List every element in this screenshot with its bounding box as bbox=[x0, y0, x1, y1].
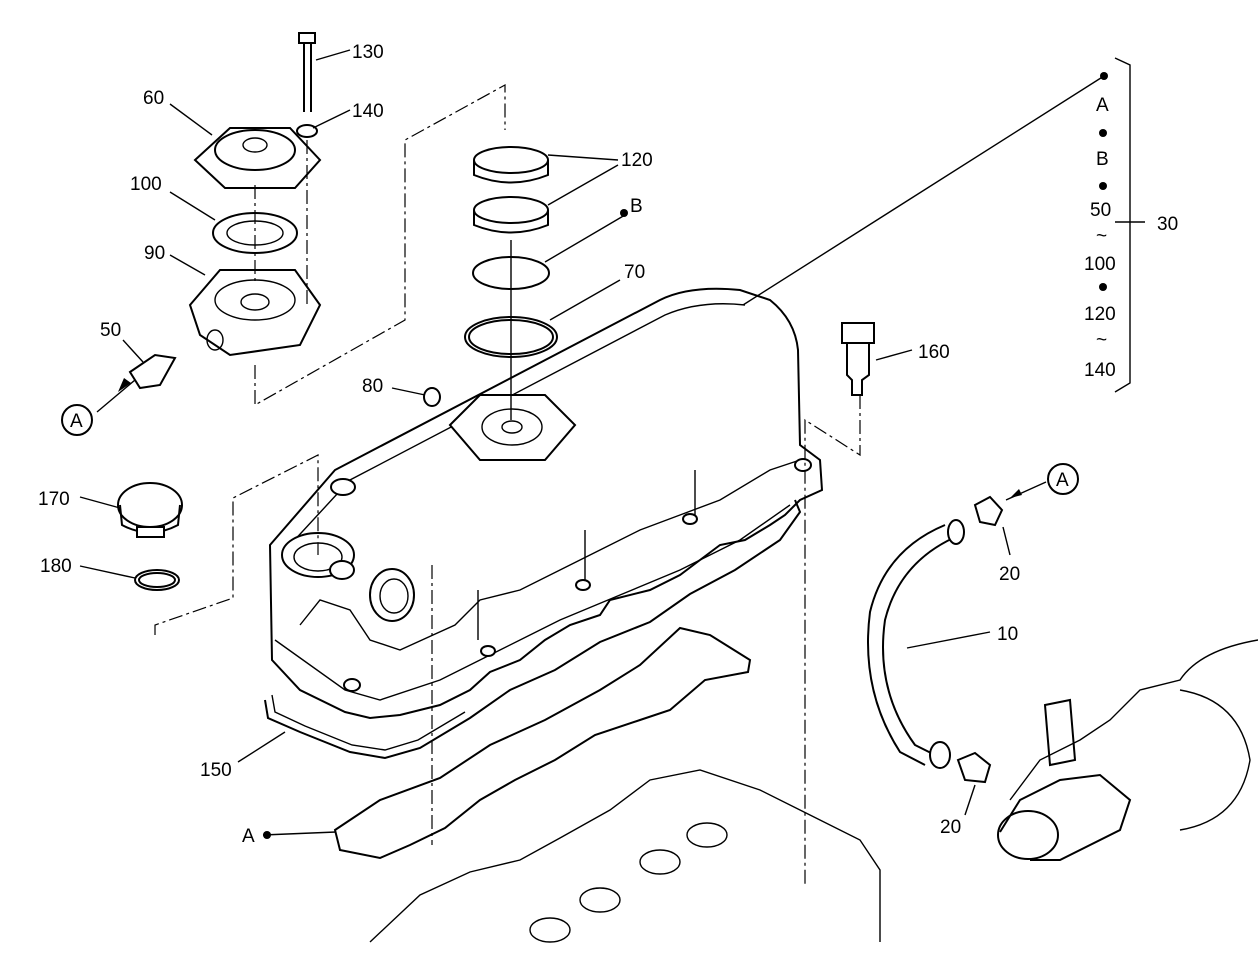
ref-label-a-left: A bbox=[70, 411, 83, 432]
callout-170: 170 bbox=[38, 489, 70, 510]
leader-dot-b bbox=[620, 209, 628, 217]
leader-dot-a-gasket bbox=[263, 831, 271, 839]
callout-80: 80 bbox=[362, 376, 383, 397]
kit-range2-sep: ~ bbox=[1096, 330, 1107, 351]
kit-range1-end: 100 bbox=[1084, 254, 1116, 275]
arrow-head-a-right bbox=[1010, 489, 1022, 498]
callout-90: 90 bbox=[144, 243, 165, 264]
kit-contents-list: A B 50 ~ 100 120 ~ 140 bbox=[1084, 95, 1116, 381]
stud-bolt-160 bbox=[841, 322, 875, 396]
rocker-cover bbox=[268, 287, 824, 720]
callout-70: 70 bbox=[624, 262, 645, 283]
turbocharger bbox=[997, 639, 1258, 861]
cover-gasket bbox=[264, 499, 802, 760]
kit-range2-start: 120 bbox=[1084, 304, 1116, 325]
kit-range1-start: 50 bbox=[1090, 200, 1111, 221]
kit-range1-sep: ~ bbox=[1096, 226, 1107, 247]
kit-item-b: B bbox=[1096, 149, 1109, 170]
callout-100: 100 bbox=[130, 174, 162, 195]
callout-20-lower: 20 bbox=[940, 817, 961, 838]
hose-clamp-upper bbox=[973, 495, 1004, 527]
callout-140: 140 bbox=[352, 101, 384, 122]
breather-housing-assembly bbox=[128, 127, 322, 390]
callout-60: 60 bbox=[143, 88, 164, 109]
breather-hose bbox=[867, 519, 965, 769]
callout-30: 30 bbox=[1157, 214, 1178, 235]
callout-130: 130 bbox=[352, 42, 384, 63]
kit-dot-3 bbox=[1099, 283, 1107, 291]
bolt-130 bbox=[296, 32, 318, 138]
kit-bracket bbox=[1114, 57, 1131, 393]
hose-clamp-lower bbox=[956, 751, 992, 784]
callout-50: 50 bbox=[100, 320, 121, 341]
assembly-center-lines bbox=[154, 83, 861, 885]
ref-label-a-right: A bbox=[1056, 470, 1069, 491]
leader-lines bbox=[79, 49, 1145, 836]
ref-circle-a-left bbox=[61, 404, 93, 436]
callout-10: 10 bbox=[997, 624, 1018, 645]
arrow-head-a-left bbox=[118, 378, 131, 392]
callout-labels: 130 140 60 100 90 50 120 70 80 160 170 1… bbox=[38, 42, 1178, 847]
ref-circle-a-right bbox=[1047, 463, 1079, 495]
breather-parts bbox=[423, 146, 558, 420]
callout-180: 180 bbox=[40, 556, 72, 577]
ref-label-b: B bbox=[630, 196, 643, 217]
callout-20-upper: 20 bbox=[999, 564, 1020, 585]
baffle-plate bbox=[333, 626, 752, 860]
callout-150: 150 bbox=[200, 760, 232, 781]
ref-label-a-gasket: A bbox=[242, 826, 255, 847]
leader-dot-kit bbox=[1100, 72, 1108, 80]
kit-range2-end: 140 bbox=[1084, 360, 1116, 381]
callout-120: 120 bbox=[621, 150, 653, 171]
cylinder-head bbox=[369, 769, 881, 943]
oil-filler-cap bbox=[117, 482, 183, 591]
kit-dot-1 bbox=[1099, 129, 1107, 137]
kit-item-a: A bbox=[1096, 95, 1109, 116]
callout-160: 160 bbox=[918, 342, 950, 363]
kit-dot-2 bbox=[1099, 182, 1107, 190]
